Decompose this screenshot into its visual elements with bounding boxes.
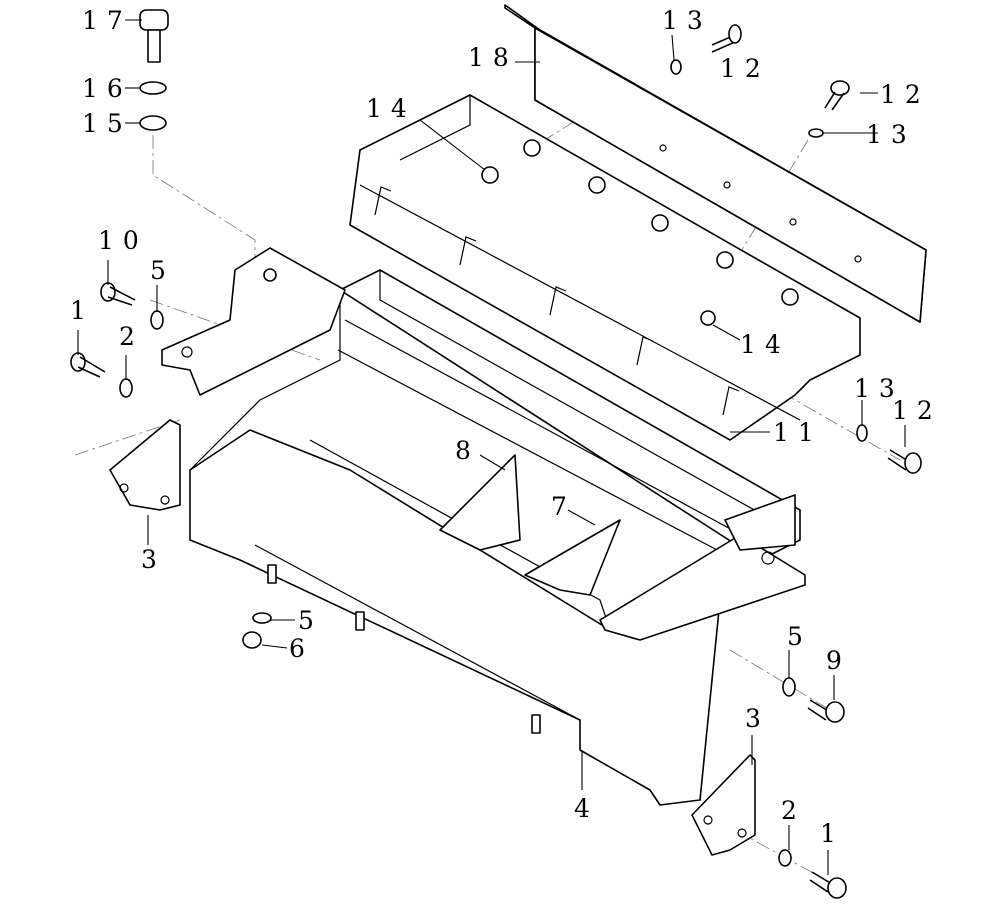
callout-16: 16	[82, 74, 132, 103]
channel-11	[349, 94, 861, 441]
callout-13: 13	[854, 374, 904, 403]
callout-11: 11	[773, 418, 823, 447]
callout-4: 4	[574, 794, 599, 823]
plate-3-left	[109, 419, 181, 511]
callout-13: 13	[866, 120, 916, 149]
callout-17: 17	[82, 6, 132, 35]
callout-14: 14	[740, 330, 790, 359]
callout-10: 10	[98, 226, 148, 255]
callout-1: 1	[820, 819, 845, 848]
callout-6: 6	[289, 634, 314, 663]
main-frame	[189, 269, 806, 806]
callout-1: 1	[70, 296, 95, 325]
callout-14: 14	[366, 94, 416, 123]
plate-3-right	[691, 754, 756, 856]
callout-8: 8	[455, 436, 480, 465]
callout-12: 12	[720, 54, 770, 83]
callout-13: 13	[662, 6, 712, 35]
callout-3: 3	[745, 704, 770, 733]
bracket-left	[161, 247, 346, 396]
gusset-7	[524, 519, 621, 596]
callout-7: 7	[551, 492, 576, 521]
callout-5: 5	[787, 622, 812, 651]
callout-12: 12	[892, 396, 942, 425]
callout-3: 3	[141, 545, 166, 574]
callout-2: 2	[119, 322, 144, 351]
plate-18	[504, 4, 927, 323]
callout-5: 5	[150, 256, 175, 285]
callout-2: 2	[781, 796, 806, 825]
callout-18: 18	[468, 43, 518, 72]
leader-lines	[77, 19, 906, 875]
fasteners	[70, 9, 922, 899]
callout-9: 9	[826, 646, 851, 675]
callout-12: 12	[880, 80, 930, 109]
callout-15: 15	[82, 109, 132, 138]
gusset-8	[439, 454, 521, 551]
callout-5: 5	[298, 606, 323, 635]
